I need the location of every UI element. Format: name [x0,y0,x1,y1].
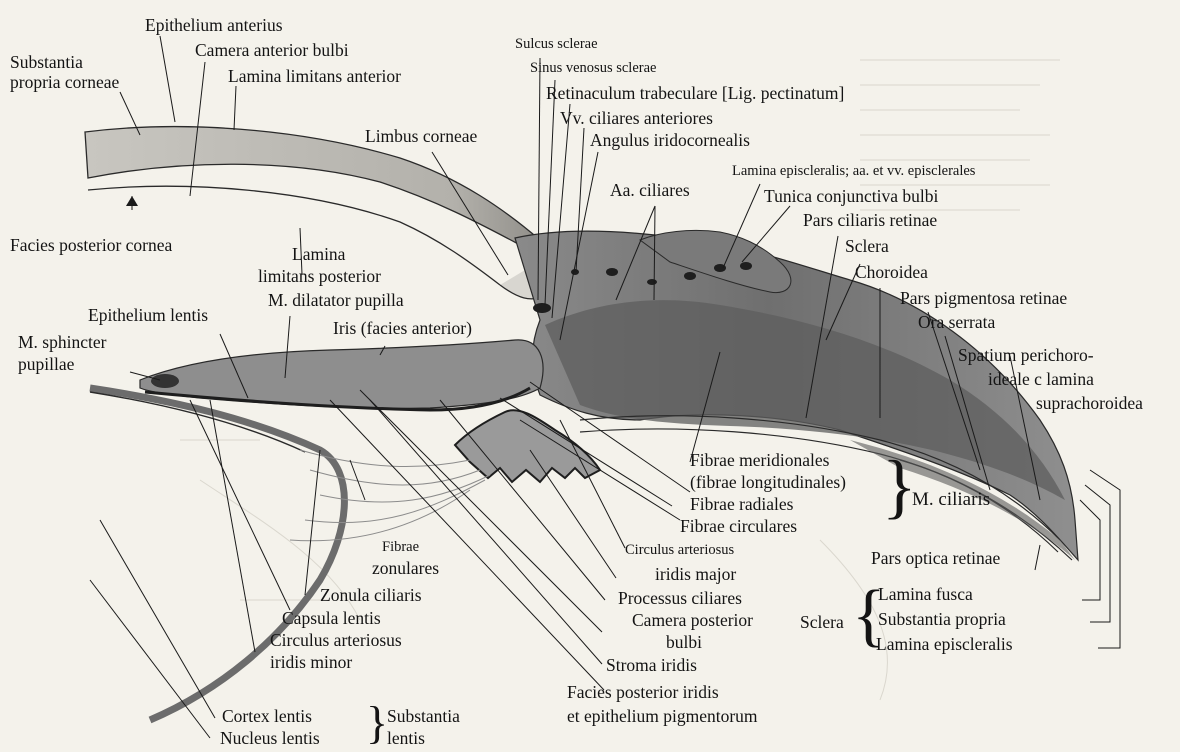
label-cortex-lentis: Cortex lentis [222,706,312,726]
label-aa-ciliares: Aa. ciliares [610,180,690,200]
label-circulus-arteriosus-minor-1: Circulus arteriosus [270,630,402,650]
label-fibrae-circulares: Fibrae circulares [680,516,797,536]
label-facies-posterior-cornea: Facies posterior cornea [10,235,172,255]
label-nucleus-lentis: Nucleus lentis [220,728,320,748]
label-processus-ciliares: Processus ciliares [618,588,742,608]
label-facies-posterior-iridis-1: Facies posterior iridis [567,682,719,702]
label-pars-optica-retinae: Pars optica retinae [871,548,1000,568]
label-lamina-limitans-anterior: Lamina limitans anterior [228,66,401,86]
label-camera-anterior-bulbi: Camera anterior bulbi [195,40,349,60]
label-facies-posterior-iridis-2: et epithelium pigmentorum [567,706,758,726]
label-substantia-lentis-2: lentis [387,728,425,748]
label-m-dilatator-pupilla: M. dilatator pupilla [268,290,404,310]
label-lamina-limitans-posterior-1: Lamina [292,244,345,264]
label-limbus-corneae: Limbus corneae [365,126,477,146]
label-stroma-iridis: Stroma iridis [606,655,697,675]
label-epithelium-anterius: Epithelium anterius [145,15,283,35]
label-capsula-lentis: Capsula lentis [282,608,381,628]
label-circulus-arteriosus-minor-2: iridis minor [270,652,352,672]
label-lamina-episcleralis: Lamina episcleralis [876,634,1013,654]
label-sinus-venosus-sclerae: Sinus venosus sclerae [530,60,656,77]
label-choroidea: Choroidea [855,262,928,282]
label-circulus-arteriosus-major-2: iridis major [655,564,736,584]
label-sclera-group: Sclera [800,612,844,632]
lentis-brace: } [366,698,388,748]
label-m-sphincter-pupillae-1: M. sphincter [18,332,106,352]
ciliaris-brace: } [882,446,917,526]
label-camera-posterior-bulbi-2: bulbi [666,632,702,652]
arrow-up-icon [126,196,138,206]
label-m-ciliaris: M. ciliaris [912,490,990,510]
label-substantia-propria-corneae-1: Substantia [10,52,83,72]
label-sclera-top: Sclera [845,236,889,256]
label-zonula-ciliaris: Zonula ciliaris [320,585,422,605]
label-fibrae-zonulares-1: Fibrae [382,539,419,556]
label-substantia-propria-sclera: Substantia propria [878,609,1006,629]
label-substantia-propria-corneae-2: propria corneae [10,72,119,92]
label-sulcus-sclerae: Sulcus sclerae [515,36,598,53]
label-spatium-perichoroideale-1: Spatium perichoro- [958,345,1094,365]
label-tunica-conjunctiva-bulbi: Tunica conjunctiva bulbi [764,186,938,206]
label-lamina-limitans-posterior-2: limitans posterior [258,266,381,286]
label-vv-ciliares-anteriores: Vv. ciliares anteriores [560,108,713,128]
label-spatium-perichoroideale-2: ideale c lamina [988,369,1094,389]
label-lamina-fusca: Lamina fusca [878,584,973,604]
label-fibrae-meridionales-1: Fibrae meridionales [690,450,829,470]
label-retinaculum-trabeculare: Retinaculum trabeculare [Lig. pectinatum… [546,83,844,103]
label-fibrae-radiales: Fibrae radiales [690,494,794,514]
sphincter-dark [151,374,179,388]
label-m-sphincter-pupillae-2: pupillae [18,354,74,374]
label-fibrae-meridionales-2: (fibrae longitudinales) [690,472,846,492]
label-epithelium-lentis: Epithelium lentis [88,305,208,325]
label-pars-ciliaris-retinae: Pars ciliaris retinae [803,210,937,230]
label-iris-facies-anterior: Iris (facies anterior) [333,318,472,338]
label-fibrae-zonulares-2: zonulares [372,558,439,578]
label-circulus-arteriosus-major-1: Circulus arteriosus [625,542,734,559]
label-lamina-episcleralis-vessels: Lamina episcleralis; aa. et vv. episcler… [732,163,975,180]
label-pars-pigmentosa-retinae: Pars pigmentosa retinae [900,288,1067,308]
label-spatium-perichoroideale-3: suprachoroidea [1036,393,1143,413]
label-ora-serrata: Ora serrata [918,312,995,332]
label-substantia-lentis-1: Substantia [387,706,460,726]
label-camera-posterior-bulbi-1: Camera posterior [632,610,753,630]
label-angulus-iridocornealis: Angulus iridocornealis [590,130,750,150]
